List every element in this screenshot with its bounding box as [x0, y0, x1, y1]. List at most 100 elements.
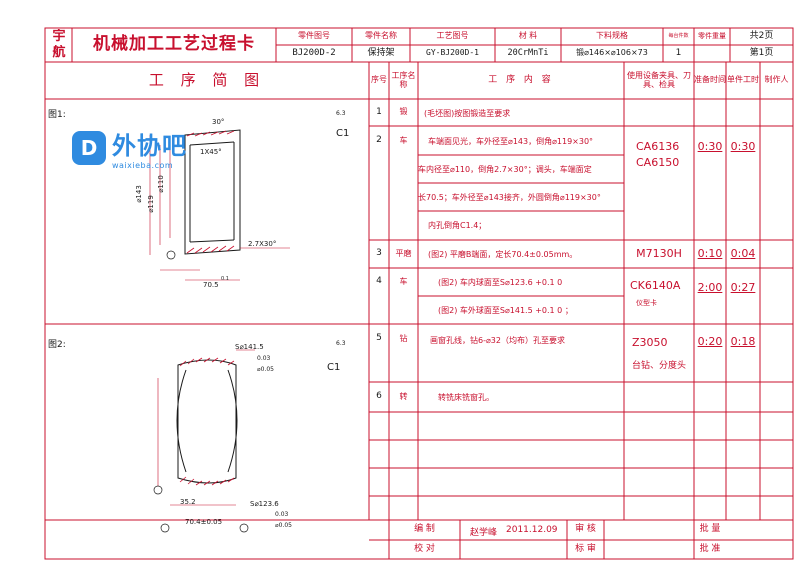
figure-1-chamfer: C1	[336, 128, 350, 139]
standard-label: 标 审	[575, 543, 596, 554]
watermark: D 外协吧 waixieba.com	[72, 126, 187, 170]
op-4-seq: 4	[376, 276, 382, 287]
approve-label: 批 准	[699, 543, 721, 554]
figure-2-label: 图2:	[48, 340, 66, 350]
op-2-seq: 2	[376, 135, 382, 146]
op-4-unit-time: 0:27	[730, 281, 756, 295]
figure-2-hatch	[179, 357, 235, 486]
op-4-equipment-2: 仪型卡	[636, 299, 657, 307]
op-5-line-1: 画窗孔线，钻6-⌀32（均布）孔至要求	[430, 336, 565, 345]
op-3-line-1: (图2) 平磨B端面，定长70.4±0.05mm。	[428, 250, 578, 259]
blank-spec: 锻⌀146×⌀106×73	[576, 48, 648, 58]
figure-1-label: 图1:	[48, 110, 66, 120]
figure-1-dim-chamfer: 1X45°	[200, 148, 222, 156]
figure-1-dim-id: ⌀110	[156, 175, 165, 193]
op-2-line-4: 内孔倒角C1.4；	[428, 221, 487, 230]
process-no: GY-BJ200D-1	[426, 48, 479, 58]
op-5-prep-time: 0:20	[697, 335, 723, 349]
blank-spec-label: 下料规格	[596, 31, 628, 41]
figure-1-dim-length: 70.5	[203, 281, 219, 289]
op-3-prep-time: 0:10	[697, 247, 723, 261]
op-5-seq: 5	[376, 333, 382, 344]
review-label: 审 核	[575, 524, 596, 535]
figure-2-tol-2: ⌀0.05	[257, 366, 274, 373]
part-weight-label: 零件重量	[698, 31, 726, 40]
figure-2-chamfer: C1	[327, 362, 341, 373]
op-4-prep-time: 2:00	[697, 281, 723, 295]
figure-2-dim-inner-sphere: S⌀123.6	[250, 500, 279, 508]
material-label: 材 料	[518, 31, 538, 41]
part-no: BJ200D-2	[292, 47, 336, 58]
content-column-header: 工 序 内 容	[488, 74, 554, 85]
figure-1-hatch	[186, 130, 235, 254]
qty-per-unit-label: 每台件数	[668, 32, 689, 39]
part-name-label: 零件名称	[365, 31, 397, 41]
figure-1-dim-angle: 30°	[212, 118, 225, 126]
card-title: 机械加工工艺过程卡	[93, 34, 255, 55]
op-3-equipment: M7130H	[636, 247, 682, 261]
author-column-header: 制作人	[764, 75, 789, 85]
figure-2-dim-lines	[157, 349, 255, 521]
seq-column-header: 序号	[371, 75, 387, 85]
sketch-column-header: 工 序 简 图	[148, 70, 266, 89]
figure-1-dim-inner-chamfer: 2.7X30°	[248, 240, 277, 248]
watermark-url: waixieba.com	[112, 161, 174, 170]
op-2-line-1: 车端面见光，车外径至⌀143，倒角⌀119×30°	[428, 137, 594, 146]
op-1-name: 锻	[399, 107, 408, 117]
op-5-equipment-1: Z3050	[632, 336, 668, 349]
figure-2-dim-offset: 35.2	[180, 498, 196, 506]
unit-time-column-header: 单件工时	[727, 75, 759, 85]
page-no: 第1页	[749, 47, 774, 58]
op-2-equipment-2: CA6150	[636, 156, 680, 169]
part-weight	[694, 45, 730, 62]
op-2-unit-time: 0:30	[730, 140, 756, 154]
prep-time-column-header: 准备时间	[694, 75, 726, 85]
watermark-logo-icon: D	[72, 131, 106, 165]
op-2-equipment-1: CA6136	[636, 140, 680, 153]
op-name-column-header: 工序名称	[391, 71, 416, 89]
op-3-seq: 3	[376, 248, 382, 259]
op-3-unit-time: 0:04	[730, 247, 756, 261]
op-5-name: 钻	[399, 333, 408, 343]
op-6-seq: 6	[376, 391, 382, 402]
qty-per-unit: 1	[675, 47, 682, 58]
process-no-label: 工艺图号	[436, 31, 469, 41]
op-2-name: 车	[399, 135, 408, 145]
figure-2-dim-outer-sphere: S⌀141.5	[235, 343, 264, 351]
figure-2-tol-3: 0.03	[275, 511, 289, 518]
op-2-line-2: 车内径至⌀110，倒角2.7×30°；调头，车端面定	[418, 165, 592, 174]
op-2-line-3: 长70.5；车外径至⌀143接齐，外圆倒角⌀119×30°	[418, 193, 601, 202]
compiler-name: 赵学峰	[470, 528, 498, 538]
op-4-line-1: (图2) 车内球面至S⌀123.6 +0.1 0	[438, 278, 563, 287]
company-line2: 航	[52, 45, 66, 61]
figure-1-roughness: 6.3	[336, 110, 346, 117]
compile-label: 编 制	[414, 524, 435, 535]
figure-2-drawing	[176, 359, 238, 484]
datum-markers	[153, 250, 249, 533]
figure-2-roughness: 6.3	[336, 340, 346, 347]
op-1-line-1: (毛坯图)按图锻造至要求	[424, 109, 511, 118]
figure-2-dim-length: 70.4±0.05	[185, 518, 223, 526]
part-no-label: 零件图号	[298, 31, 330, 41]
figure-1-dim-chamfer-dia: ⌀119	[146, 195, 155, 213]
figure-1-drawing	[184, 129, 241, 255]
company-line1: 宇	[52, 29, 66, 45]
compile-date: 2011.12.09	[506, 525, 558, 535]
op-4-line-2: (图2) 车外球面至S⌀141.5 +0.1 0 ；	[438, 306, 573, 315]
op-3-name: 平磨	[395, 248, 412, 258]
op-4-equipment-1: CK6140A	[630, 279, 681, 292]
watermark-name: 外协吧	[112, 132, 187, 160]
quantity-label: 批 量	[699, 524, 721, 535]
figure-1-dim-od: ⌀143	[134, 185, 143, 203]
figure-1-dim-tolerance: 0.1	[221, 276, 229, 282]
op-5-unit-time: 0:18	[730, 335, 756, 349]
op-5-equipment-2: 台钻、分度头	[632, 361, 687, 371]
check-label: 校 对	[414, 543, 435, 554]
total-pages: 共2页	[749, 30, 774, 41]
figure-2-tol-4: ⌀0.05	[275, 522, 292, 529]
op-4-name: 车	[399, 276, 408, 286]
figure-1-dim-lines	[149, 135, 290, 281]
figure-2-tol-1: 0.03	[257, 355, 271, 362]
op-2-prep-time: 0:30	[697, 140, 723, 154]
